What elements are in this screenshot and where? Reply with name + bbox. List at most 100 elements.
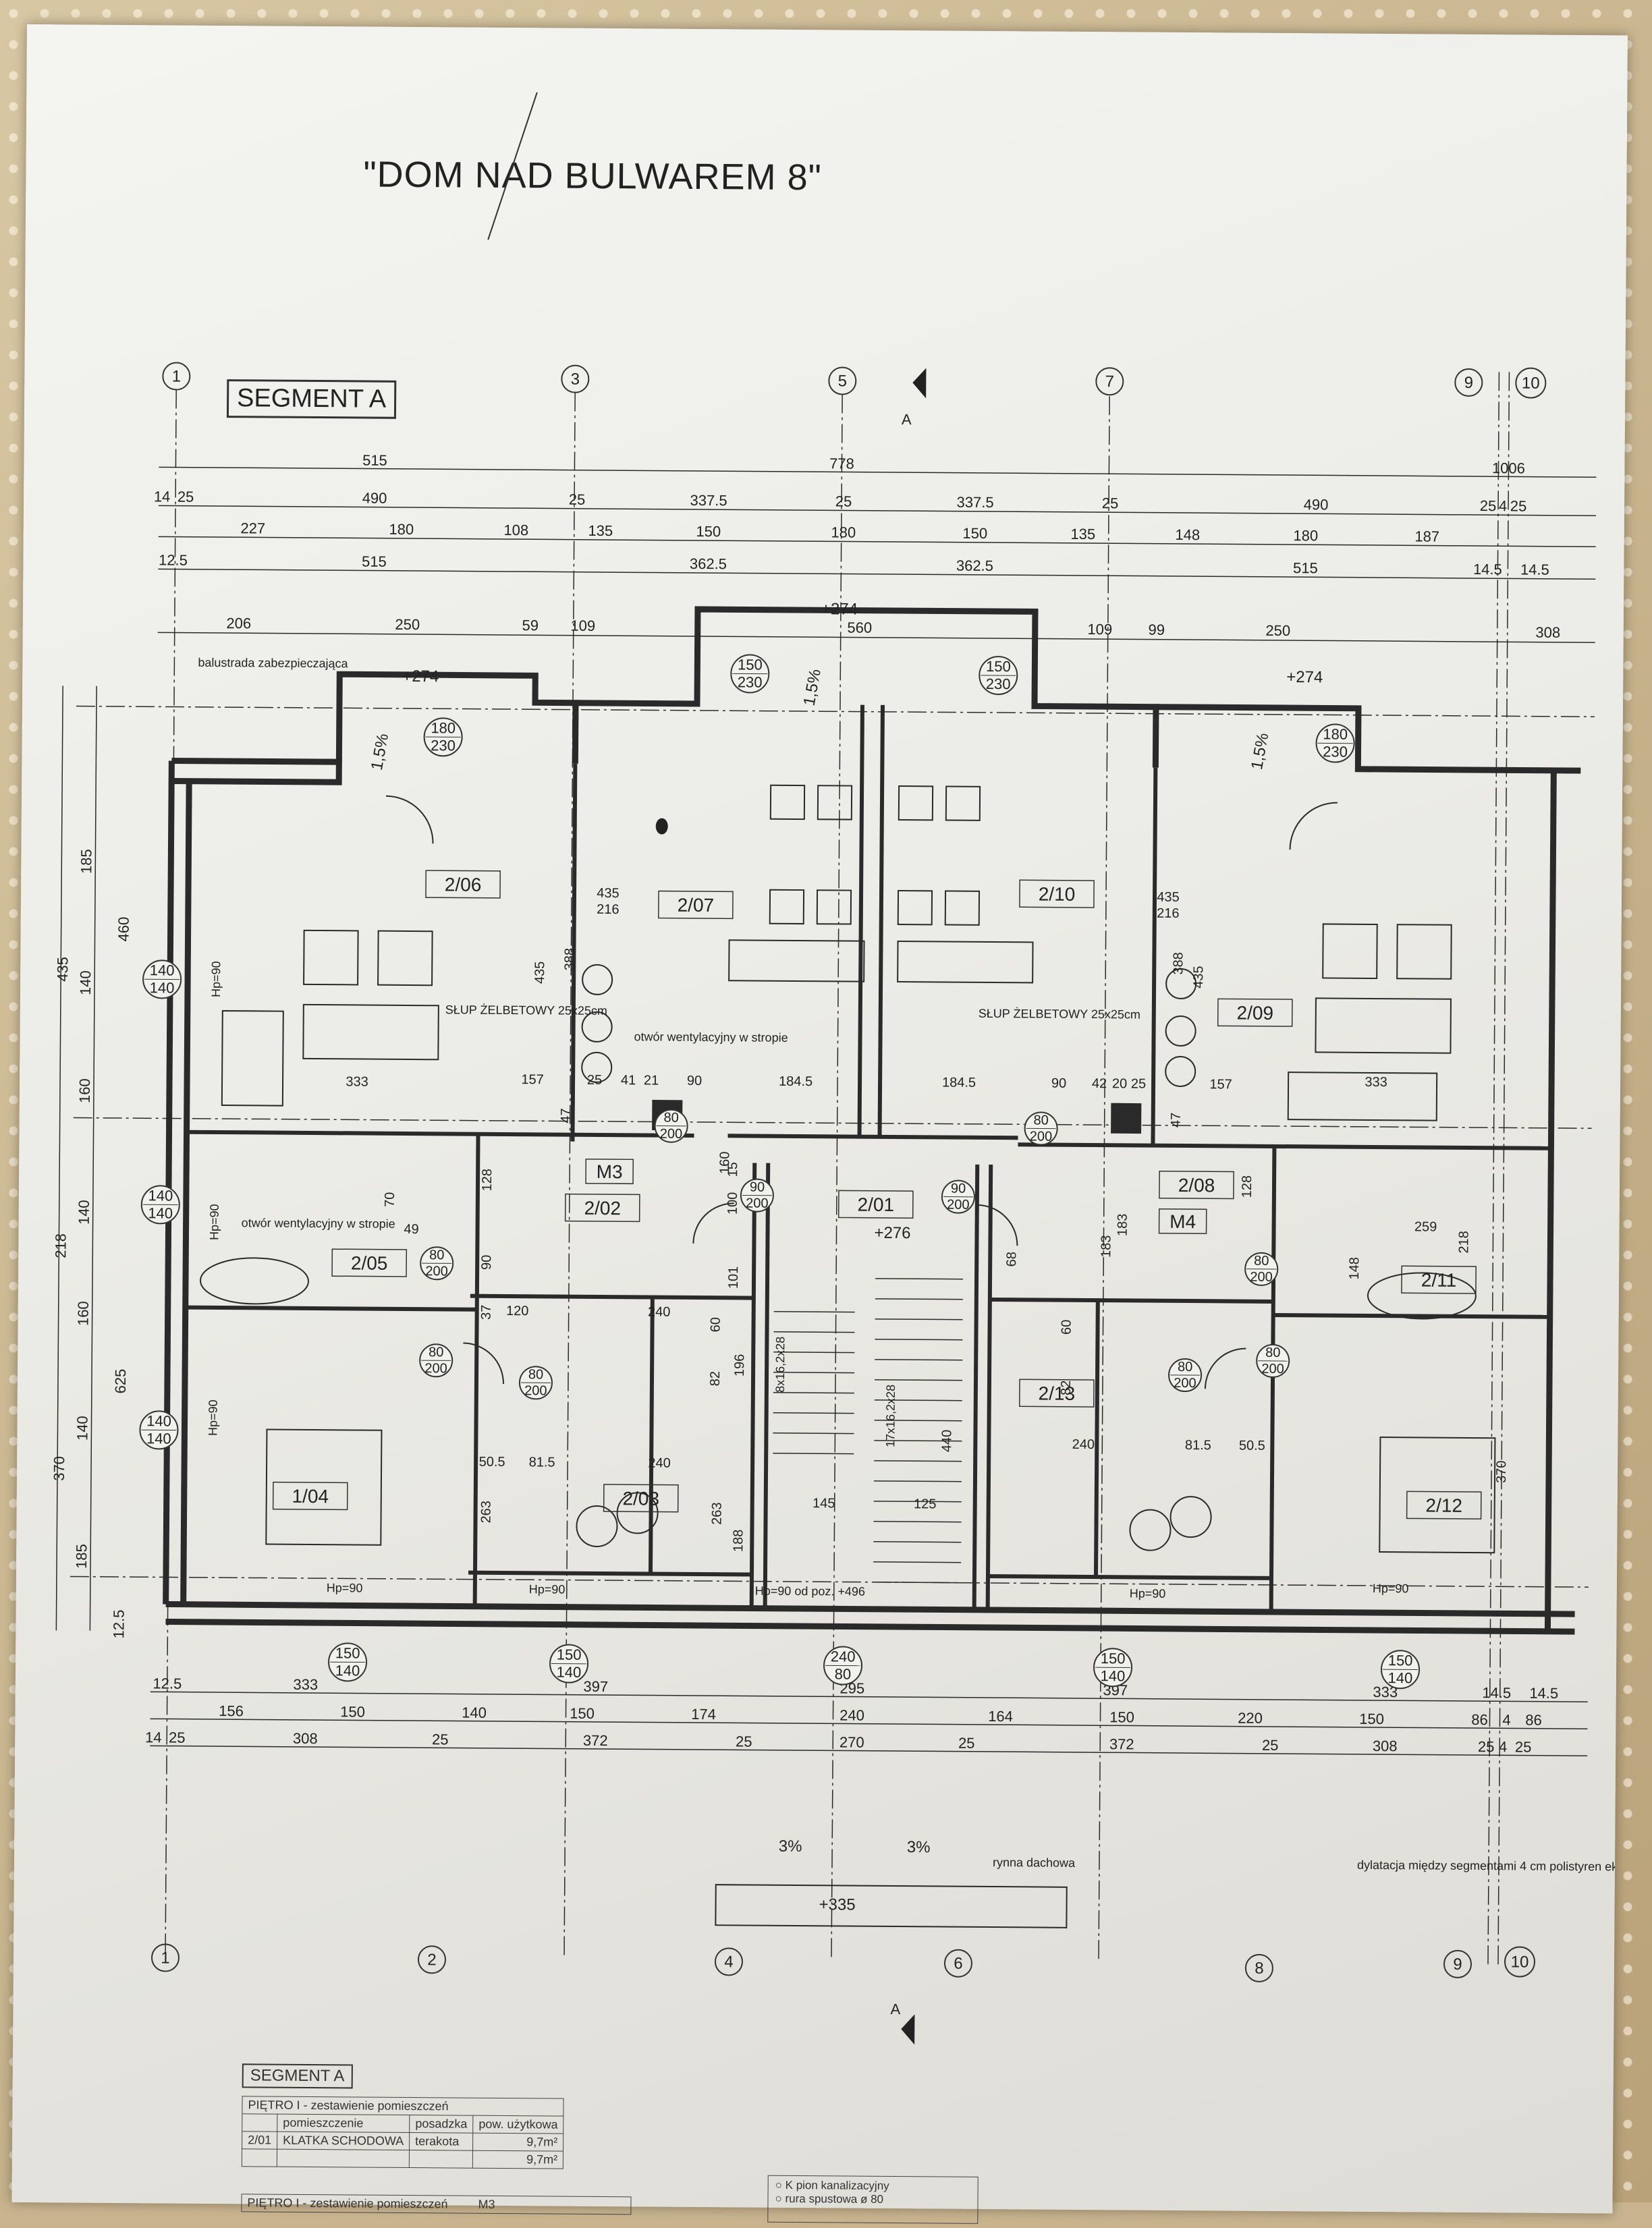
svg-text:270: 270 [839,1733,864,1750]
svg-text:Hp=90: Hp=90 [206,1399,219,1436]
room-label: 2/01 [857,1194,894,1215]
svg-text:185: 185 [73,1544,90,1569]
svg-text:otwór wentylacyjny w stropie: otwór wentylacyjny w stropie [242,1216,395,1231]
svg-text:+276: +276 [874,1224,910,1242]
svg-text:Hp=90: Hp=90 [207,1204,221,1240]
entry-step [715,1885,1066,1928]
svg-text:180: 180 [431,719,456,736]
svg-text:200: 200 [424,1361,447,1376]
table-row: 2/01 KLATKA SCHODOWA terakota 9,7m² [242,2132,563,2151]
svg-text:333: 333 [346,1074,368,1089]
svg-text:25: 25 [177,489,194,505]
svg-text:140: 140 [335,1662,360,1679]
svg-text:150: 150 [986,658,1011,675]
svg-text:86: 86 [1471,1711,1488,1728]
room-label: 2/10 [1039,883,1076,904]
svg-text:180: 180 [1323,725,1348,742]
axis-label: 8 [1255,1959,1264,1978]
svg-text:90: 90 [687,1074,702,1088]
svg-text:435: 435 [597,886,620,901]
svg-text:140: 140 [146,1430,171,1447]
svg-text:145: 145 [813,1496,835,1511]
dims-bottom: 12.5 333 397 295 397 333 14.5 14.5 156 1… [145,1675,1558,1756]
svg-text:59: 59 [522,617,539,634]
svg-text:101: 101 [726,1266,741,1289]
apartment-label: M4 [1169,1211,1196,1232]
svg-text:362.5: 362.5 [690,555,727,572]
svg-text:140: 140 [557,1664,582,1681]
svg-text:25: 25 [1131,1076,1146,1091]
svg-text:80: 80 [835,1665,852,1682]
svg-text:230: 230 [431,737,456,754]
svg-text:196: 196 [732,1354,747,1377]
svg-text:148: 148 [1347,1257,1362,1280]
axis-label: 5 [838,372,848,390]
svg-text:50.5: 50.5 [479,1455,505,1470]
room-schedule-legend: SEGMENT A PIĘTRO I - zestawienie pomiesz… [241,2063,632,2215]
svg-text:370: 370 [51,1456,67,1481]
svg-text:220: 220 [1238,1710,1263,1727]
svg-text:216: 216 [597,902,620,917]
svg-text:160: 160 [76,1078,93,1103]
svg-text:1,5%: 1,5% [368,732,392,772]
svg-text:150: 150 [738,656,763,673]
svg-text:515: 515 [362,553,387,569]
svg-text:90: 90 [951,1181,966,1196]
svg-text:SŁUP ŻELBETOWY 25x25cm: SŁUP ŻELBETOWY 25x25cm [445,1003,607,1018]
svg-text:90: 90 [479,1255,494,1270]
svg-text:25: 25 [169,1729,186,1746]
svg-text:80: 80 [528,1367,543,1382]
svg-text:1,5%: 1,5% [800,668,825,708]
svg-text:333: 333 [1365,1075,1387,1090]
svg-text:337.5: 337.5 [956,494,993,511]
svg-text:82: 82 [1059,1381,1074,1395]
column-right [1113,1105,1140,1132]
svg-text:180: 180 [831,524,856,540]
svg-text:25: 25 [432,1731,449,1748]
svg-text:230: 230 [738,673,763,690]
svg-text:81.5: 81.5 [1185,1438,1211,1453]
svg-text:80: 80 [429,1248,444,1262]
svg-text:200: 200 [1030,1129,1053,1144]
svg-text:25: 25 [1262,1737,1279,1754]
key-item: ○ rura spustowa ø 80 [775,2192,970,2207]
svg-text:25: 25 [1102,495,1119,511]
svg-text:otwór wentylacyjny w stropie: otwór wentylacyjny w stropie [634,1030,788,1045]
svg-text:3%: 3% [907,1838,931,1856]
svg-text:490: 490 [362,489,387,506]
svg-text:337.5: 337.5 [690,492,727,509]
svg-text:140: 140 [462,1704,487,1721]
svg-text:164: 164 [988,1708,1013,1725]
svg-text:90: 90 [1051,1076,1066,1091]
svg-text:200: 200 [947,1198,970,1213]
svg-text:Hp=90 od poz. +496: Hp=90 od poz. +496 [755,1584,865,1598]
svg-text:150: 150 [1359,1710,1384,1727]
axis-label: 2 [427,1951,437,1969]
room-label: 2/03 [622,1488,659,1509]
svg-text:50.5: 50.5 [1239,1439,1265,1453]
svg-text:180: 180 [389,521,414,538]
svg-text:25: 25 [1478,1738,1495,1755]
svg-text:60: 60 [708,1317,723,1332]
svg-text:128: 128 [480,1169,495,1192]
floor-plan: 1 3 5 7 9 10 1 2 4 6 8 9 10 [11,24,1627,2213]
svg-text:156: 156 [219,1702,244,1719]
svg-text:460: 460 [115,917,132,942]
svg-text:125: 125 [914,1497,937,1511]
total-area: 9,7m² [472,2150,563,2169]
svg-text:dylatacja między segmentami 4: dylatacja między segmentami 4 cm polisty… [1357,1858,1628,1874]
room-label: 1/04 [292,1486,329,1507]
svg-text:140: 140 [146,1412,171,1429]
svg-text:80: 80 [1033,1113,1048,1127]
svg-text:109: 109 [1087,621,1112,638]
svg-text:25: 25 [587,1073,602,1088]
